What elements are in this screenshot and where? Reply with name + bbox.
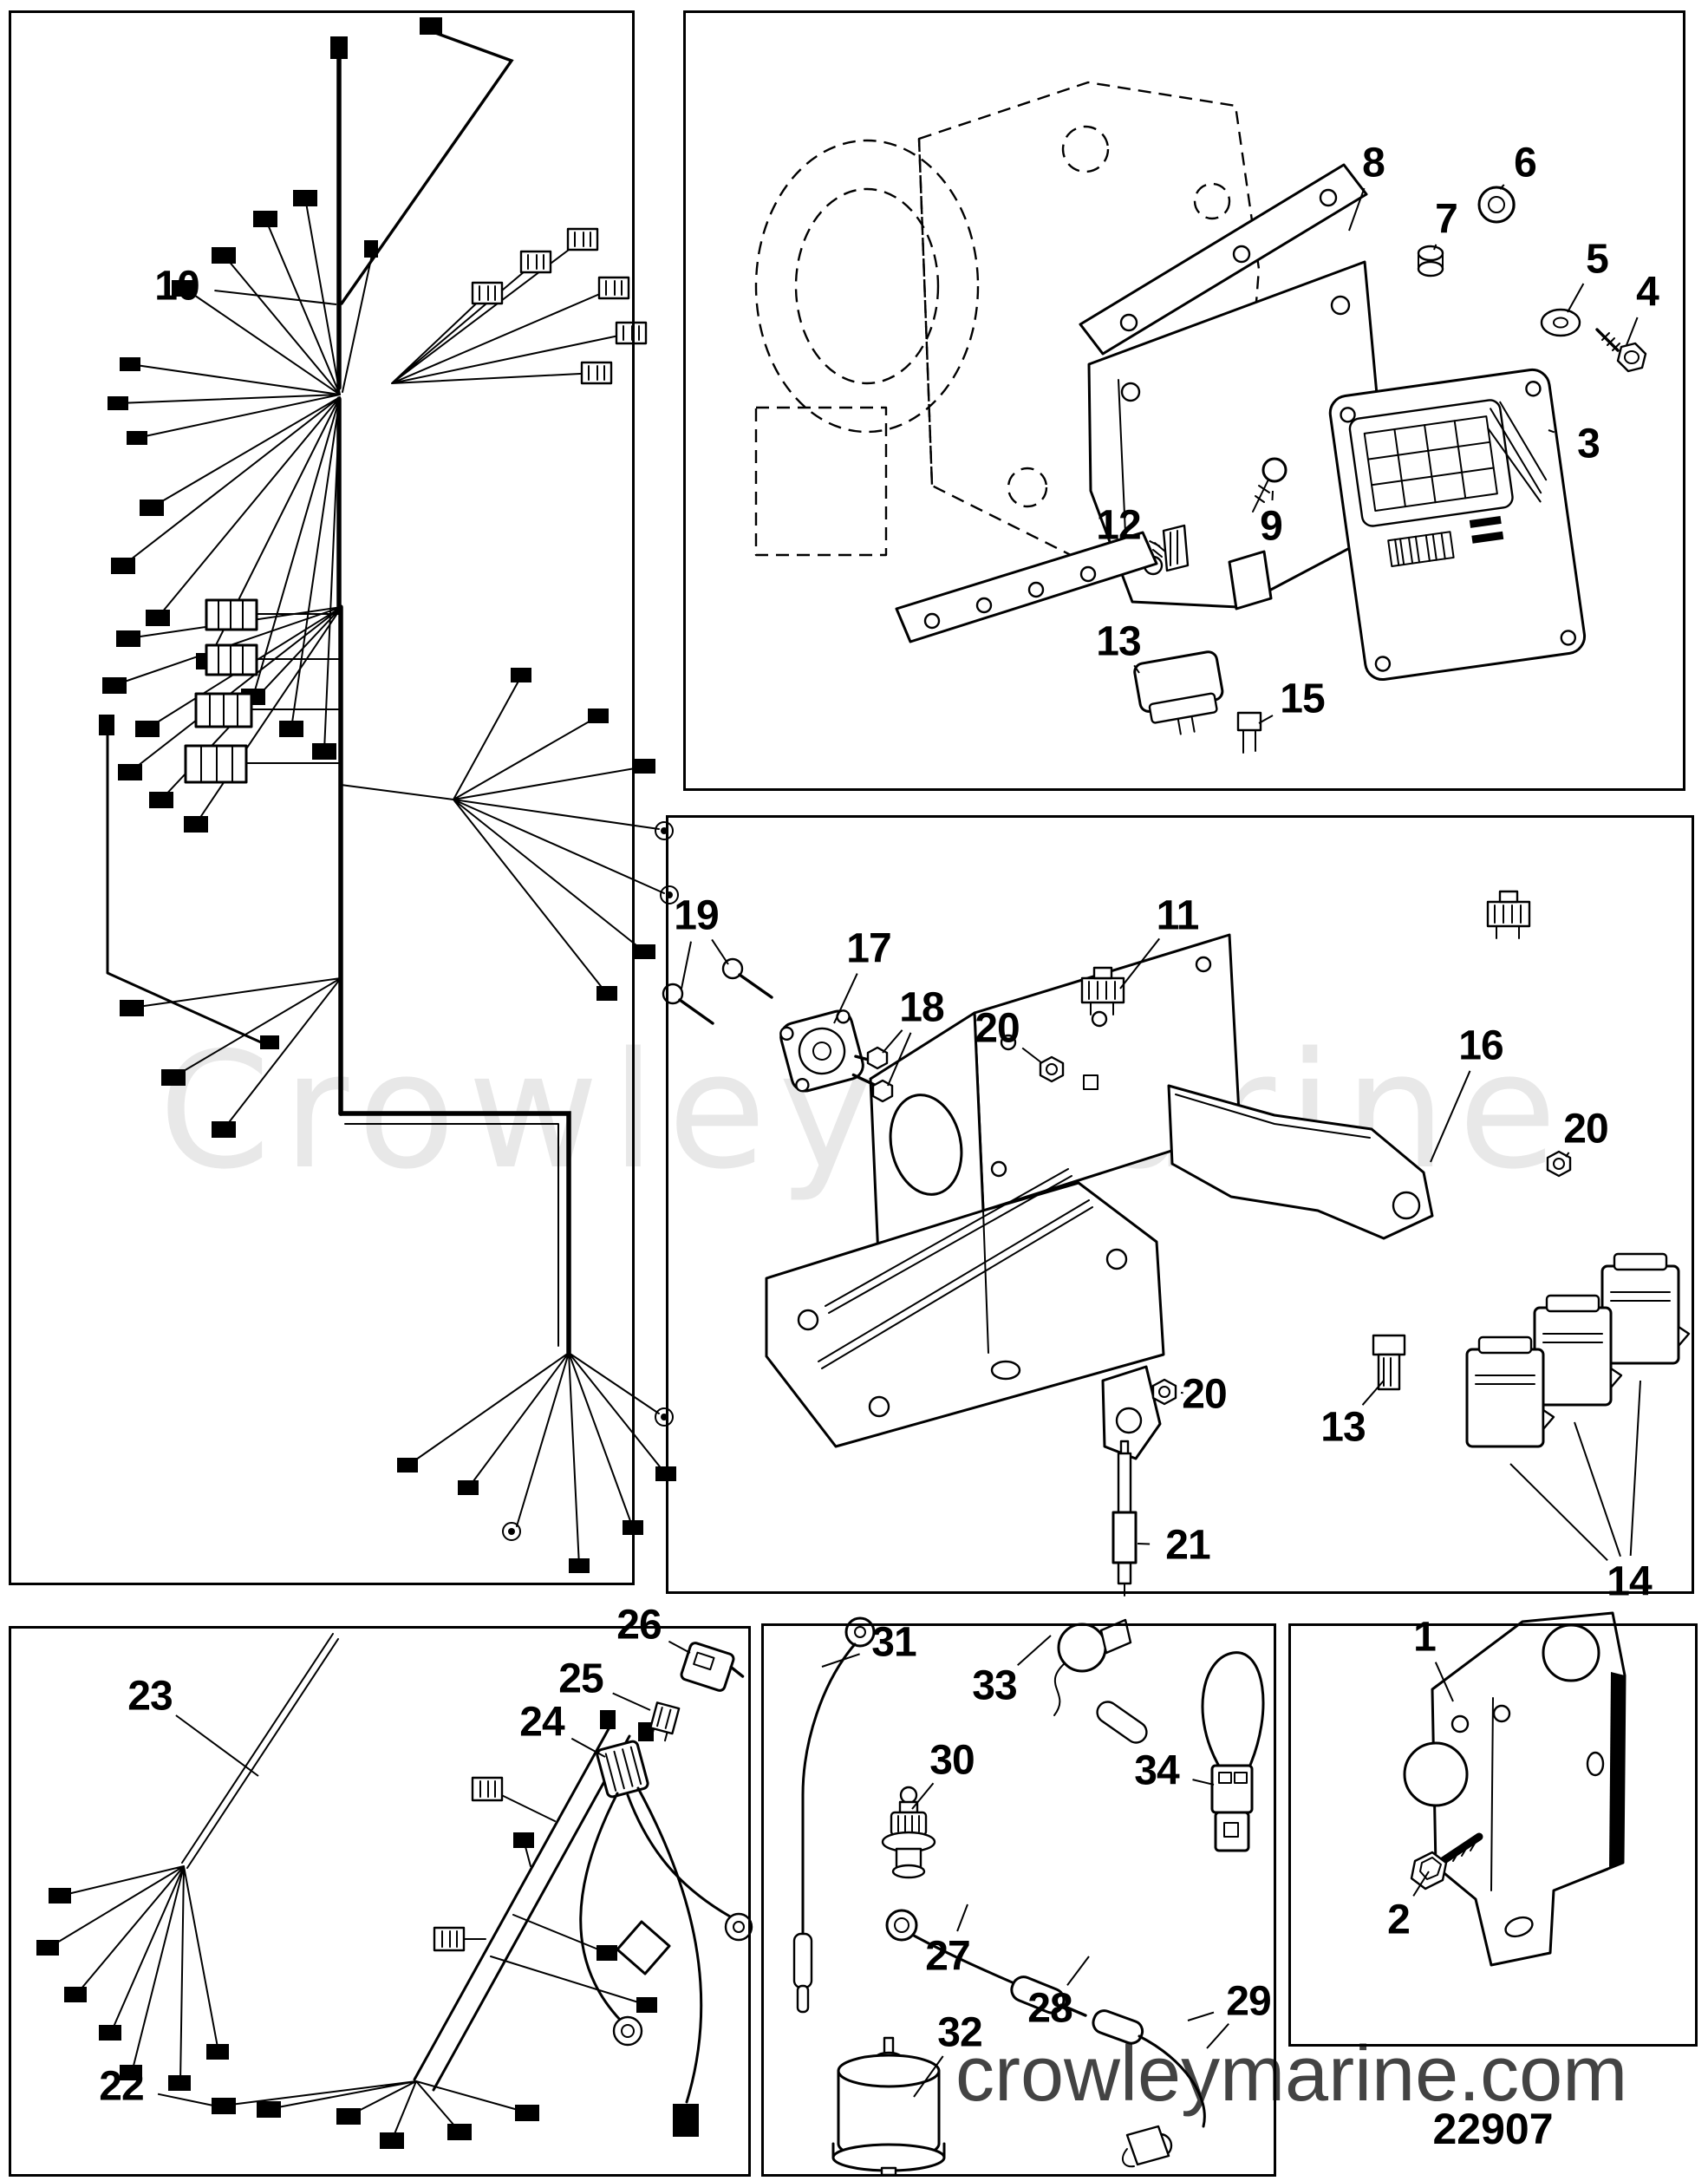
callout-17: 17 bbox=[846, 925, 891, 972]
harness-24 bbox=[579, 1740, 753, 2137]
pressure-switch-30 bbox=[881, 1786, 936, 1879]
relay-bracket-drawing bbox=[662, 890, 1691, 1597]
callout-leader-lines bbox=[157, 184, 1641, 2106]
oil-sender-32 bbox=[831, 2036, 946, 2177]
callout-25: 25 bbox=[558, 1655, 603, 1702]
panel-relay-bracket bbox=[666, 815, 1694, 1594]
nuts-18 bbox=[866, 1046, 894, 1103]
sensors-drawing bbox=[792, 1616, 1265, 2177]
sensor-33 bbox=[1053, 1618, 1148, 1744]
callout-21: 21 bbox=[1165, 1522, 1210, 1569]
callout-32: 32 bbox=[937, 2009, 982, 2056]
screw-9 bbox=[1252, 457, 1288, 513]
nuts-20 bbox=[1039, 1055, 1572, 1406]
clips-11 bbox=[1080, 890, 1531, 1015]
callout-5: 5 bbox=[1586, 236, 1609, 283]
callout-12: 12 bbox=[1096, 502, 1141, 549]
callout-7: 7 bbox=[1435, 196, 1458, 243]
callout-28: 28 bbox=[1027, 1985, 1072, 2032]
callout-31: 31 bbox=[871, 1619, 916, 1666]
callout-24: 24 bbox=[519, 1699, 564, 1746]
callout-33: 33 bbox=[972, 1662, 1017, 1709]
grommet-6 bbox=[1477, 186, 1516, 224]
bolt-2 bbox=[1410, 1832, 1483, 1890]
callout-4: 4 bbox=[1636, 269, 1659, 316]
panel-aux-harness bbox=[9, 1626, 751, 2177]
aux-harness-drawing bbox=[36, 1633, 753, 2149]
callout-20: 20 bbox=[1563, 1106, 1608, 1153]
relays-14 bbox=[1465, 1252, 1691, 1448]
callout-10: 10 bbox=[154, 263, 199, 310]
callout-13: 13 bbox=[1320, 1404, 1366, 1451]
lead-27-28-29 bbox=[885, 1909, 1206, 2168]
bracket-arm-16 bbox=[1167, 1084, 1434, 1240]
washer-5 bbox=[1540, 308, 1581, 337]
ecm-mounting-drawing bbox=[754, 81, 1647, 754]
harness-connectors-right bbox=[471, 227, 648, 385]
callout-11: 11 bbox=[1156, 892, 1200, 939]
anchor-bracket-drawing bbox=[1403, 1611, 1627, 1967]
connector-26 bbox=[680, 1642, 745, 1692]
harness-23 bbox=[36, 1633, 339, 2091]
ecm-module-3 bbox=[1328, 368, 1587, 682]
callout-27: 27 bbox=[925, 1933, 970, 1980]
callout-26: 26 bbox=[616, 1602, 662, 1649]
panel-anchor-bracket bbox=[1288, 1623, 1698, 2047]
callout-13: 13 bbox=[1096, 618, 1141, 665]
callout-14: 14 bbox=[1607, 1558, 1652, 1605]
engine-harness-drawing bbox=[99, 17, 679, 1573]
drawing-number: 22907 bbox=[1432, 2105, 1553, 2153]
callout-1: 1 bbox=[1413, 1614, 1437, 1661]
callout-20: 20 bbox=[1182, 1371, 1227, 1418]
panel-sensors-switches bbox=[761, 1623, 1276, 2177]
callout-23: 23 bbox=[127, 1673, 173, 1720]
callout-16: 16 bbox=[1458, 1022, 1503, 1069]
callout-15: 15 bbox=[1280, 676, 1325, 722]
spacer-7 bbox=[1417, 245, 1444, 278]
mount-plate-8 bbox=[895, 163, 1391, 643]
fuse-cover-13 bbox=[1133, 650, 1224, 735]
callout-29: 29 bbox=[1226, 1978, 1271, 2025]
loop-link-34 bbox=[1201, 1651, 1265, 1852]
callout-34: 34 bbox=[1134, 1747, 1179, 1794]
callout-22: 22 bbox=[99, 2063, 144, 2110]
panel-ecm-mounting bbox=[683, 10, 1685, 791]
callout-9: 9 bbox=[1260, 503, 1283, 550]
clip-12 bbox=[1152, 524, 1190, 572]
callout-20: 20 bbox=[975, 1005, 1020, 1052]
callout-8: 8 bbox=[1362, 140, 1385, 186]
callout-18: 18 bbox=[899, 984, 944, 1031]
callout-3: 3 bbox=[1577, 421, 1600, 467]
panel-engine-harness bbox=[9, 10, 635, 1585]
callout-30: 30 bbox=[929, 1737, 975, 1784]
callout-19: 19 bbox=[674, 892, 719, 939]
bolt-4 bbox=[1595, 328, 1647, 373]
callout-6: 6 bbox=[1514, 140, 1537, 186]
callout-2: 2 bbox=[1387, 1897, 1411, 1943]
harness-22 bbox=[212, 1710, 657, 2149]
antenna-21 bbox=[1112, 1440, 1138, 1597]
fuse-25 bbox=[649, 1701, 681, 1742]
